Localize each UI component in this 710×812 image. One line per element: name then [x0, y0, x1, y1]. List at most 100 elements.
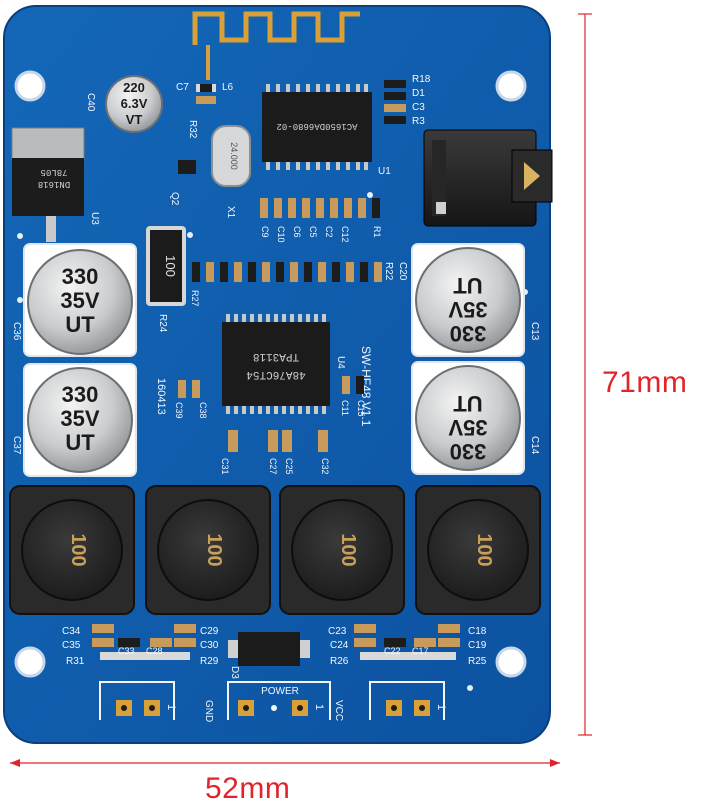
svg-text:C28: C28	[146, 646, 163, 656]
svg-text:C20: C20	[397, 262, 408, 281]
mounting-hole	[495, 646, 527, 678]
svg-text:UT: UT	[453, 391, 483, 416]
svg-text:R3: R3	[412, 116, 425, 127]
svg-text:C12: C12	[340, 226, 350, 243]
power-terminal: 1	[227, 681, 331, 720]
svg-text:U3: U3	[89, 212, 100, 225]
diode-d3	[228, 632, 310, 666]
svg-text:POWER: POWER	[261, 686, 299, 697]
svg-text:VT: VT	[126, 112, 143, 127]
svg-text:C18: C18	[468, 626, 487, 637]
inductor-4: 100	[415, 485, 541, 615]
antenna-trace	[192, 11, 360, 45]
svg-text:L6: L6	[222, 82, 234, 93]
svg-text:C39: C39	[174, 402, 184, 419]
inductor-2: 100	[145, 485, 271, 615]
svg-text:C9: C9	[260, 226, 270, 238]
svg-text:R29: R29	[200, 656, 219, 667]
svg-text:C15: C15	[356, 400, 366, 417]
svg-text:C17: C17	[412, 646, 429, 656]
width-label: 52mm	[205, 772, 291, 805]
svg-text:220: 220	[123, 80, 145, 95]
small-electrolytic-capacitor: 220 6.3V VT	[105, 75, 163, 133]
svg-text:U4: U4	[335, 356, 346, 369]
svg-text:UT: UT	[453, 273, 483, 298]
voltage-regulator: 78L05 DN1618	[11, 127, 85, 242]
svg-text:X1: X1	[225, 206, 236, 219]
smd-parts-bottom	[92, 624, 460, 660]
svg-text:1: 1	[313, 704, 325, 710]
svg-text:R25: R25	[468, 656, 487, 667]
svg-text:C3: C3	[412, 102, 425, 113]
svg-text:C32: C32	[320, 458, 330, 475]
svg-text:C34: C34	[62, 626, 81, 637]
svg-text:D1: D1	[412, 88, 425, 99]
bluetooth-chip: AC1650DA6680-02	[262, 84, 372, 170]
inductor-3: 100	[279, 485, 405, 615]
svg-text:C25: C25	[284, 458, 294, 475]
large-capacitor-c37: 330 35V UT	[23, 363, 137, 477]
svg-text:C37: C37	[11, 436, 22, 455]
height-dimension	[578, 13, 592, 736]
audio-jack	[423, 129, 553, 227]
svg-text:330: 330	[62, 382, 99, 407]
height-label: 71mm	[602, 366, 688, 399]
svg-text:C24: C24	[330, 640, 349, 651]
svg-text:R22: R22	[383, 262, 394, 281]
svg-text:Q2: Q2	[169, 192, 180, 206]
svg-text:35V: 35V	[448, 297, 487, 322]
svg-text:R24: R24	[157, 314, 168, 333]
svg-text:C7: C7	[176, 82, 189, 93]
svg-text:100: 100	[67, 533, 89, 566]
svg-text:VCC: VCC	[333, 700, 344, 721]
power-resistor: 100	[146, 226, 186, 306]
svg-text:R26: R26	[330, 656, 349, 667]
svg-text:1: 1	[435, 704, 447, 710]
svg-text:35V: 35V	[448, 415, 487, 440]
svg-text:R31: R31	[66, 656, 85, 667]
svg-text:C29: C29	[200, 626, 219, 637]
svg-text:GND: GND	[203, 700, 214, 722]
svg-text:100: 100	[473, 533, 495, 566]
svg-text:1: 1	[165, 704, 177, 710]
smd-row-middle	[192, 262, 382, 282]
svg-text:C36: C36	[11, 322, 22, 341]
svg-text:R18: R18	[412, 74, 431, 85]
svg-text:160413: 160413	[155, 378, 167, 415]
svg-text:C22: C22	[384, 646, 401, 656]
svg-text:48A76CT54: 48A76CT54	[246, 368, 306, 380]
svg-text:100: 100	[337, 533, 359, 566]
svg-text:C30: C30	[200, 640, 219, 651]
large-capacitor-c13: UT 35V 330	[411, 243, 525, 357]
large-capacitor-c14: UT 35V 330	[411, 361, 525, 475]
svg-text:C27: C27	[268, 458, 278, 475]
svg-text:100: 100	[163, 255, 178, 277]
svg-text:C33: C33	[118, 646, 135, 656]
svg-text:C6: C6	[292, 226, 302, 238]
svg-text:330: 330	[62, 264, 99, 289]
mounting-hole	[14, 646, 46, 678]
svg-text:R32: R32	[187, 120, 198, 139]
svg-text:C2: C2	[324, 226, 334, 238]
svg-text:TPA3118: TPA3118	[253, 350, 299, 362]
svg-text:DN1618: DN1618	[38, 179, 70, 189]
svg-text:C31: C31	[220, 458, 230, 475]
svg-text:C38: C38	[198, 402, 208, 419]
large-capacitor-c36: 330 35V UT	[23, 243, 137, 357]
svg-text:C23: C23	[328, 626, 347, 637]
svg-text:UT: UT	[65, 312, 95, 337]
amplifier-chip: TPA3118 48A76CT54	[222, 314, 330, 414]
inductor-1: 100	[9, 485, 135, 615]
mounting-hole	[495, 70, 527, 102]
svg-text:C19: C19	[468, 640, 487, 651]
svg-text:C10: C10	[276, 226, 286, 243]
speaker-terminal-right: 1	[369, 681, 447, 720]
svg-text:78L05: 78L05	[40, 167, 67, 177]
svg-text:24.000: 24.000	[229, 142, 239, 170]
crystal-oscillator: 24.000	[211, 125, 251, 187]
svg-text:330: 330	[450, 439, 487, 464]
svg-text:35V: 35V	[60, 406, 99, 431]
svg-text:R27: R27	[190, 290, 200, 307]
svg-text:C35: C35	[62, 640, 81, 651]
svg-text:6.3V: 6.3V	[121, 96, 148, 111]
